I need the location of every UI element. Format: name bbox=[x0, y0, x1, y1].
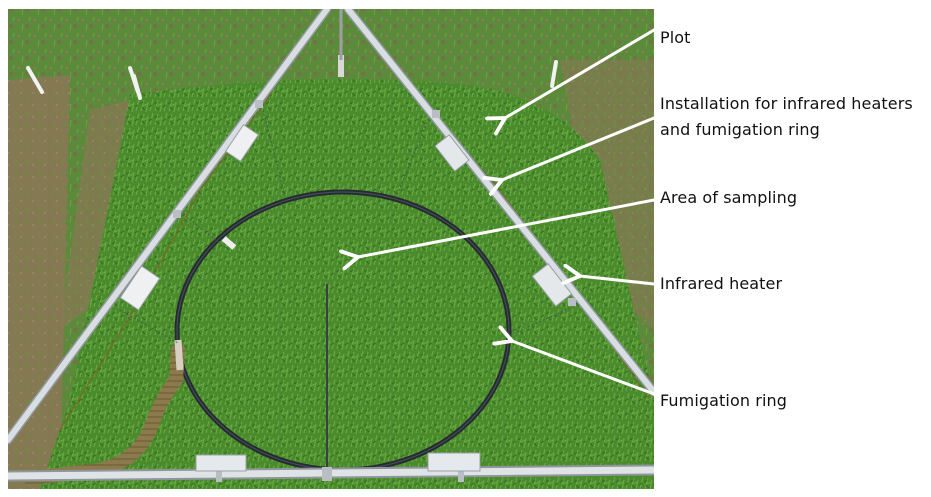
label-fumigation-ring: Fumigation ring bbox=[660, 391, 788, 410]
label-area-of-sampling: Area of sampling bbox=[660, 188, 798, 207]
arrow-installation bbox=[502, 116, 654, 180]
photo-content bbox=[8, 9, 654, 489]
arrow-plot bbox=[505, 28, 654, 118]
arrow-infrared-heater bbox=[580, 276, 654, 286]
arrow-area-of-sampling bbox=[358, 198, 654, 257]
installation-frame bbox=[8, 9, 654, 482]
infrared-heaters bbox=[119, 124, 573, 472]
marker-stakes bbox=[26, 60, 558, 100]
annotation-arrows bbox=[358, 28, 654, 396]
hose bbox=[23, 343, 185, 485]
label-installation: Installation for infrared heaters and fu… bbox=[660, 94, 913, 139]
label-infrared-heater: Infrared heater bbox=[660, 274, 783, 293]
arrow-fumigation-ring bbox=[512, 341, 654, 396]
label-plot: Plot bbox=[660, 28, 691, 47]
